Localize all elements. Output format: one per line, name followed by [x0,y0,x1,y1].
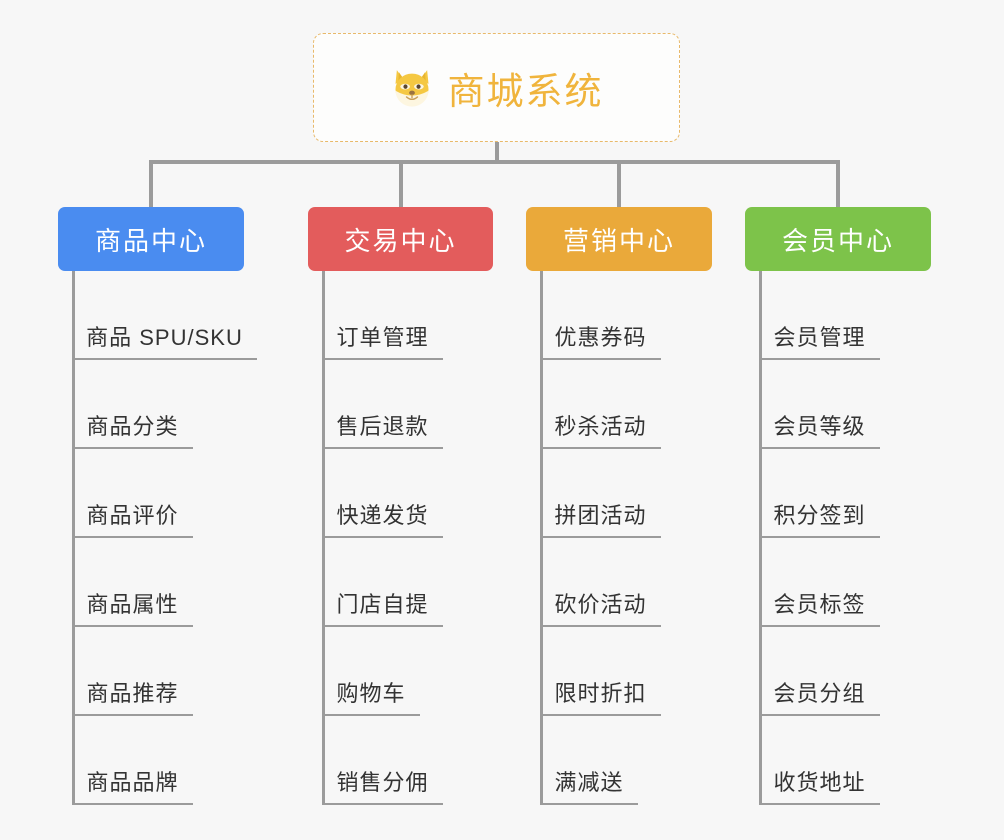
root-title: 商城系统 [447,70,604,112]
column-spine [72,271,75,805]
leaf-item[interactable]: 商品 SPU/SKU [72,271,257,360]
leaf-item-label: 订单管理 [336,325,429,350]
leaf-item[interactable]: 会员等级 [759,360,880,449]
leaf-item-label: 会员管理 [773,325,866,350]
leaf-item[interactable]: 商品分类 [72,360,193,449]
leaf-item-label: 秒杀活动 [554,414,647,439]
leaf-item[interactable]: 会员分组 [759,627,880,716]
column-spine [540,271,543,805]
connector-drop-2 [399,160,403,208]
leaf-item-label: 售后退款 [336,414,429,439]
leaf-item-label: 商品评价 [86,503,179,528]
leaf-item-label: 收货地址 [773,770,866,795]
leaf-item[interactable]: 砍价活动 [540,538,661,627]
connector-drop-4 [836,160,840,208]
leaf-item-label: 满减送 [554,770,624,795]
root-node[interactable]: 商城系统 [313,33,680,142]
leaf-item-label: 限时折扣 [554,681,647,706]
category-label: 交易中心 [344,225,457,256]
leaf-item-label: 拼团活动 [554,503,647,528]
leaf-item-label: 商品属性 [86,592,179,617]
connector-drop-1 [149,160,153,208]
leaf-item[interactable]: 商品属性 [72,538,193,627]
leaf-item[interactable]: 限时折扣 [540,627,661,716]
leaf-item-label: 会员分组 [773,681,866,706]
category-box-product-center[interactable]: 商品中心 [58,207,244,271]
connector-root-stem [495,142,499,164]
category-label: 会员中心 [781,225,894,256]
leaf-item-label: 会员等级 [773,414,866,439]
category-label: 营销中心 [562,225,675,256]
leaf-item-label: 会员标签 [773,592,866,617]
leaf-item[interactable]: 商品评价 [72,449,193,538]
category-box-member-center[interactable]: 会员中心 [745,207,931,271]
connector-drop-3 [617,160,621,208]
leaf-item[interactable]: 商品推荐 [72,627,193,716]
leaf-item-label: 商品分类 [86,414,179,439]
leaf-item-label: 商品推荐 [86,681,179,706]
leaf-item[interactable]: 优惠券码 [540,271,661,360]
leaf-item[interactable]: 售后退款 [322,360,443,449]
leaf-item[interactable]: 收货地址 [759,716,880,805]
leaf-item[interactable]: 快递发货 [322,449,443,538]
dog-face-icon [390,66,434,110]
leaf-item[interactable]: 会员标签 [759,538,880,627]
leaf-item-label: 销售分佣 [336,770,429,795]
leaf-item-label: 商品品牌 [86,770,179,795]
leaf-item-label: 砍价活动 [554,592,647,617]
leaf-item[interactable]: 秒杀活动 [540,360,661,449]
leaf-item[interactable]: 积分签到 [759,449,880,538]
category-box-trade-center[interactable]: 交易中心 [308,207,493,271]
leaf-item-label: 快递发货 [336,503,429,528]
leaf-item-label: 商品 SPU/SKU [86,325,243,350]
leaf-item[interactable]: 购物车 [322,627,420,716]
column-spine [322,271,325,805]
connector-bus [150,160,840,164]
leaf-item[interactable]: 拼团活动 [540,449,661,538]
leaf-item-label: 门店自提 [336,592,429,617]
leaf-item[interactable]: 订单管理 [322,271,443,360]
category-label: 商品中心 [94,225,207,256]
leaf-item-label: 优惠券码 [554,325,647,350]
leaf-item[interactable]: 销售分佣 [322,716,443,805]
leaf-item[interactable]: 门店自提 [322,538,443,627]
leaf-item[interactable]: 会员管理 [759,271,880,360]
leaf-item-label: 积分签到 [773,503,866,528]
column-spine [759,271,762,805]
category-box-marketing-center[interactable]: 营销中心 [526,207,712,271]
leaf-item[interactable]: 满减送 [540,716,638,805]
leaf-item-label: 购物车 [336,681,406,706]
leaf-item[interactable]: 商品品牌 [72,716,193,805]
